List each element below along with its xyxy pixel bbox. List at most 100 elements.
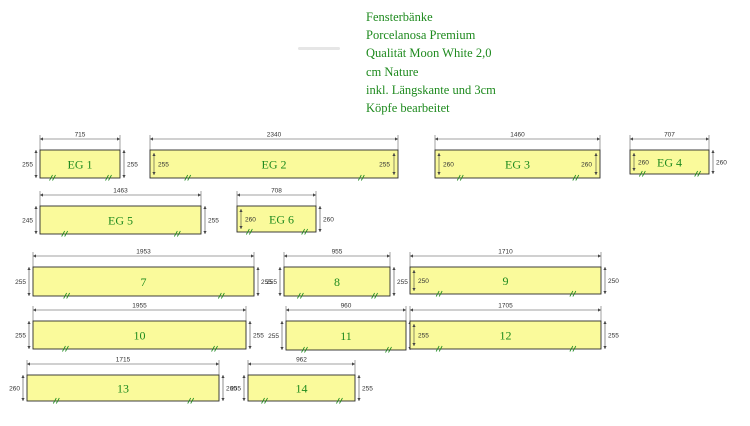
sill-panel bbox=[247, 374, 356, 402]
dimension-arrowhead bbox=[437, 172, 441, 175]
piece-label: 9 bbox=[503, 274, 509, 288]
dimension-arrowhead bbox=[395, 137, 398, 141]
dimension-arrowhead bbox=[27, 321, 31, 324]
piece-label: 14 bbox=[296, 382, 308, 396]
dimension-arrowhead bbox=[603, 267, 607, 270]
edge-mark bbox=[217, 292, 225, 299]
edge-mark-stroke bbox=[301, 346, 305, 353]
dimension-arrowhead bbox=[198, 193, 201, 197]
dimension-arrowhead bbox=[27, 346, 31, 349]
left-depth-value: 255 bbox=[268, 333, 279, 340]
length-value: 2340 bbox=[267, 132, 282, 139]
dimension-arrowhead bbox=[313, 193, 316, 197]
left-depth-value: 255 bbox=[230, 386, 241, 393]
length-value: 962 bbox=[296, 357, 307, 364]
dimension-arrowhead bbox=[216, 362, 219, 366]
edge-mark-stroke bbox=[248, 228, 253, 235]
edge-mark bbox=[435, 290, 443, 297]
edge-mark bbox=[357, 174, 365, 181]
dimension-arrowhead bbox=[239, 226, 243, 229]
piece-label: EG 2 bbox=[262, 158, 287, 172]
piece-label: EG 4 bbox=[657, 156, 682, 170]
dimension-arrowhead bbox=[412, 288, 416, 291]
edge-mark-stroke bbox=[694, 170, 699, 177]
edge-mark bbox=[173, 230, 181, 237]
edge-mark-stroke bbox=[184, 174, 189, 181]
piece-label: EG 3 bbox=[505, 158, 530, 172]
left-depth-value: 260 bbox=[443, 162, 454, 169]
edge-mark bbox=[435, 345, 443, 352]
edge-mark bbox=[385, 346, 392, 353]
edge-mark-stroke bbox=[697, 170, 702, 177]
edge-mark-stroke bbox=[173, 230, 178, 237]
dimension-arrowhead bbox=[242, 398, 246, 401]
dimension-arrowhead bbox=[318, 229, 322, 232]
dimension-arrowhead bbox=[412, 343, 416, 346]
right-depth-value: 255 bbox=[608, 333, 619, 340]
right-depth-value: 260 bbox=[323, 217, 334, 224]
dimension-arrowhead bbox=[280, 321, 284, 324]
edge-mark bbox=[211, 345, 218, 352]
right-depth-value: 260 bbox=[581, 162, 592, 169]
edge-mark-stroke bbox=[572, 345, 577, 352]
piece-label: EG 1 bbox=[68, 158, 93, 172]
dimension-arrowhead bbox=[256, 267, 260, 270]
dimension-arrowhead bbox=[21, 398, 25, 401]
edge-mark bbox=[301, 346, 308, 353]
length-value: 715 bbox=[75, 132, 86, 139]
dimension-arrowhead bbox=[34, 150, 38, 153]
piece-label: 8 bbox=[334, 275, 340, 289]
edge-mark-stroke bbox=[105, 174, 109, 181]
edge-mark-stroke bbox=[187, 174, 192, 181]
edge-mark-stroke bbox=[388, 346, 392, 353]
sill-panel bbox=[285, 320, 407, 351]
right-depth-value: 260 bbox=[226, 386, 237, 393]
piece-label: 12 bbox=[500, 329, 512, 343]
dimension-arrowhead bbox=[392, 267, 396, 270]
left-depth-value: 260 bbox=[9, 386, 20, 393]
edge-mark bbox=[301, 228, 309, 235]
edge-mark-stroke bbox=[62, 345, 66, 352]
left-depth-value: 255 bbox=[418, 333, 429, 340]
sill-panel bbox=[32, 266, 255, 297]
edge-mark-stroke bbox=[385, 346, 389, 353]
dimension-arrowhead bbox=[152, 172, 156, 175]
dimension-arrowhead bbox=[392, 172, 396, 175]
dimension-arrowhead bbox=[117, 137, 120, 141]
dimension-arrowhead bbox=[34, 175, 38, 178]
dimension-arrowhead bbox=[251, 254, 254, 258]
edge-mark bbox=[297, 292, 304, 299]
edge-mark-stroke bbox=[261, 397, 265, 404]
edge-mark bbox=[569, 345, 577, 352]
edge-mark-stroke bbox=[264, 397, 268, 404]
edge-mark-stroke bbox=[220, 292, 225, 299]
sill-panel bbox=[236, 205, 317, 233]
dimension-arrowhead bbox=[410, 308, 413, 312]
right-depth-value: 255 bbox=[127, 162, 138, 169]
length-value: 1955 bbox=[132, 303, 147, 310]
edge-mark bbox=[336, 397, 343, 404]
dimension-arrowhead bbox=[711, 150, 715, 153]
edge-mark-stroke bbox=[214, 345, 218, 352]
edge-mark-stroke bbox=[638, 170, 643, 177]
dimension-arrowhead bbox=[248, 362, 251, 366]
sill-panel bbox=[26, 374, 220, 402]
dimension-arrowhead bbox=[603, 346, 607, 349]
dimension-arrowhead bbox=[122, 175, 126, 178]
dimension-arrowhead bbox=[410, 254, 413, 258]
edge-mark-stroke bbox=[55, 397, 60, 404]
edge-mark-stroke bbox=[217, 292, 222, 299]
length-value: 1953 bbox=[136, 249, 151, 256]
dimension-arrowhead bbox=[221, 398, 225, 401]
edge-mark bbox=[63, 292, 71, 299]
edge-mark-stroke bbox=[300, 292, 304, 299]
edge-mark bbox=[694, 170, 702, 177]
edge-mark-stroke bbox=[360, 174, 365, 181]
edge-mark-stroke bbox=[176, 230, 181, 237]
sill-panel bbox=[283, 266, 391, 297]
